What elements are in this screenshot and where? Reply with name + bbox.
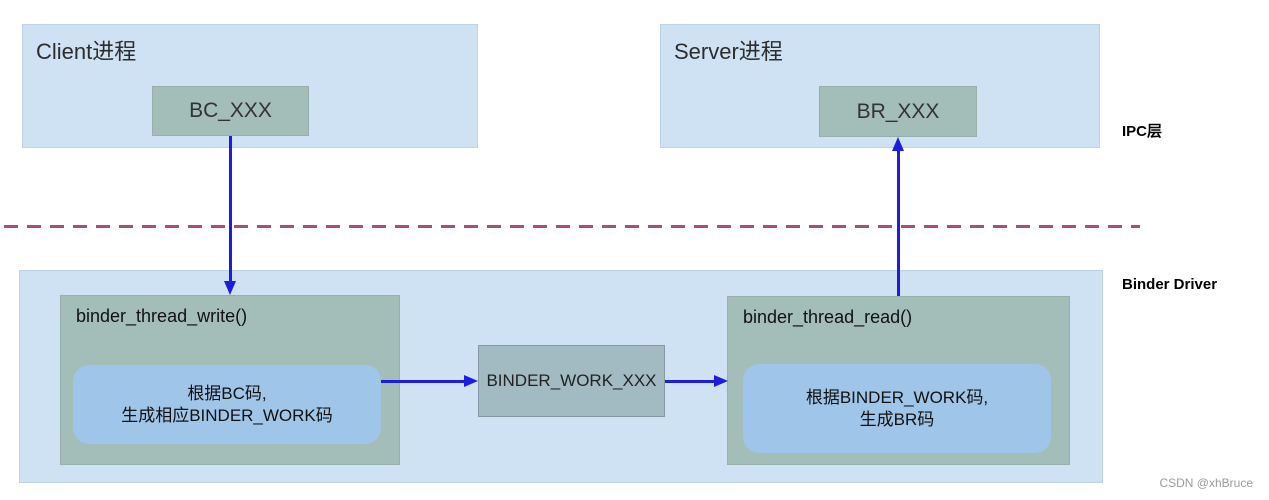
read-note-line2: 生成BR码: [859, 409, 935, 429]
write-note-box: 根据BC码, 生成相应BINDER_WORK码: [73, 365, 381, 444]
binder-work-xxx-label: BINDER_WORK_XXX: [486, 371, 657, 390]
read-note-box: 根据BINDER_WORK码, 生成BR码: [743, 364, 1051, 453]
arrow-work-to-read-line: [665, 380, 715, 383]
ipc-layer-label: IPC层: [1122, 123, 1163, 140]
arrow-down-icon: [224, 281, 236, 295]
binder-thread-read-box: binder_thread_read() 根据BINDER_WORK码, 生成B…: [727, 296, 1070, 465]
binder-work-xxx-box: BINDER_WORK_XXX: [478, 345, 665, 417]
arrow-read-to-br-line: [897, 150, 900, 296]
binder-driver-layer-label: Binder Driver: [1122, 276, 1218, 293]
arrow-up-icon: [892, 137, 904, 151]
watermark-text: CSDN @xhBruce: [1159, 476, 1253, 490]
bc-xxx-box: BC_XXX: [152, 86, 309, 136]
read-note-line1: 根据BINDER_WORK码,: [805, 387, 989, 407]
binder-thread-read-title: binder_thread_read(): [743, 307, 913, 327]
binder-thread-write-box: binder_thread_write() 根据BC码, 生成相应BINDER_…: [60, 295, 400, 465]
arrow-right-icon: [714, 375, 728, 387]
arrow-write-to-work-line: [381, 380, 465, 383]
binder-thread-write-title: binder_thread_write(): [76, 306, 248, 326]
arrow-right-icon: [464, 375, 478, 387]
client-process-title: Client进程: [36, 39, 137, 64]
write-note-text: 根据BC码, 生成相应BINDER_WORK码: [121, 383, 333, 427]
br-xxx-box: BR_XXX: [819, 86, 977, 137]
layer-boundary-dashed-line: [4, 225, 1140, 228]
read-note-text: 根据BINDER_WORK码, 生成BR码: [806, 387, 988, 431]
bc-xxx-label: BC_XXX: [189, 99, 272, 122]
arrow-bc-to-write-line: [229, 136, 232, 282]
br-xxx-label: BR_XXX: [856, 99, 940, 123]
write-note-line1: 根据BC码,: [187, 383, 267, 403]
write-note-line2: 生成相应BINDER_WORK码: [121, 405, 333, 425]
server-process-title: Server进程: [674, 39, 783, 64]
